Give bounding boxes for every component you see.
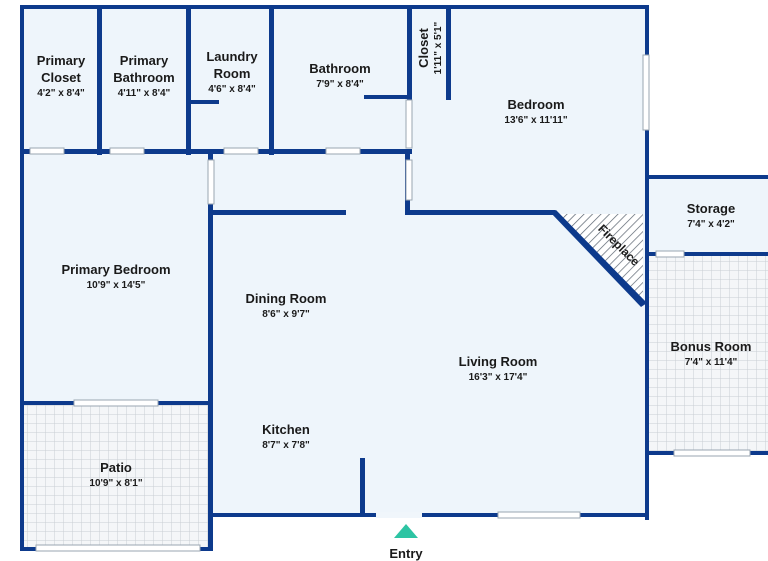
living-room-name: Living Room bbox=[459, 354, 538, 369]
room-labels: Primary Closet 4'2" x 8'4" Primary Bathr… bbox=[37, 21, 752, 561]
primary-closet-name-2: Closet bbox=[41, 70, 81, 85]
storage-dims: 7'4" x 4'2" bbox=[687, 219, 735, 230]
bonus-room-name: Bonus Room bbox=[671, 339, 752, 354]
kitchen-name: Kitchen bbox=[262, 422, 310, 437]
patio-name: Patio bbox=[100, 460, 132, 475]
bedroom-name: Bedroom bbox=[507, 97, 564, 112]
living-room-dims: 16'3" x 17'4" bbox=[469, 372, 528, 383]
primary-closet-dims: 4'2" x 8'4" bbox=[37, 88, 85, 99]
bathroom-dims: 7'9" x 8'4" bbox=[316, 79, 364, 90]
kitchen-dims: 8'7" x 7'8" bbox=[262, 440, 310, 451]
entry-marker-icon bbox=[394, 524, 418, 538]
primary-bedroom-dims: 10'9" x 14'5" bbox=[87, 280, 146, 291]
openings bbox=[29, 54, 751, 552]
primary-bathroom-name-1: Primary bbox=[120, 53, 169, 68]
primary-bathroom-dims: 4'11" x 8'4" bbox=[118, 88, 171, 99]
closet-label: Closet 1'11" x 5'1" bbox=[416, 21, 444, 74]
bonus-room-dims: 7'4" x 11'4" bbox=[685, 357, 738, 368]
storage-name: Storage bbox=[687, 201, 735, 216]
dining-room-dims: 8'6" x 9'7" bbox=[262, 309, 310, 320]
closet-dims: 1'11" x 5'1" bbox=[433, 21, 444, 74]
laundry-dims: 4'6" x 8'4" bbox=[208, 84, 256, 95]
primary-closet-name-1: Primary bbox=[37, 53, 86, 68]
primary-bathroom-name-2: Bathroom bbox=[113, 70, 174, 85]
laundry-name-2: Room bbox=[214, 66, 251, 81]
storage-floor bbox=[646, 178, 768, 254]
bedroom-dims: 13'6" x 11'11" bbox=[504, 115, 567, 126]
laundry-name-1: Laundry bbox=[206, 49, 258, 64]
primary-bedroom-name: Primary Bedroom bbox=[61, 262, 170, 277]
entry-label: Entry bbox=[389, 546, 423, 561]
patio-floor bbox=[22, 403, 210, 547]
bathroom-name: Bathroom bbox=[309, 61, 370, 76]
dining-room-name: Dining Room bbox=[246, 291, 327, 306]
closet-name: Closet bbox=[416, 27, 431, 67]
patio-dims: 10'9" x 8'1" bbox=[89, 478, 142, 489]
bonus-room-floor bbox=[646, 254, 768, 454]
